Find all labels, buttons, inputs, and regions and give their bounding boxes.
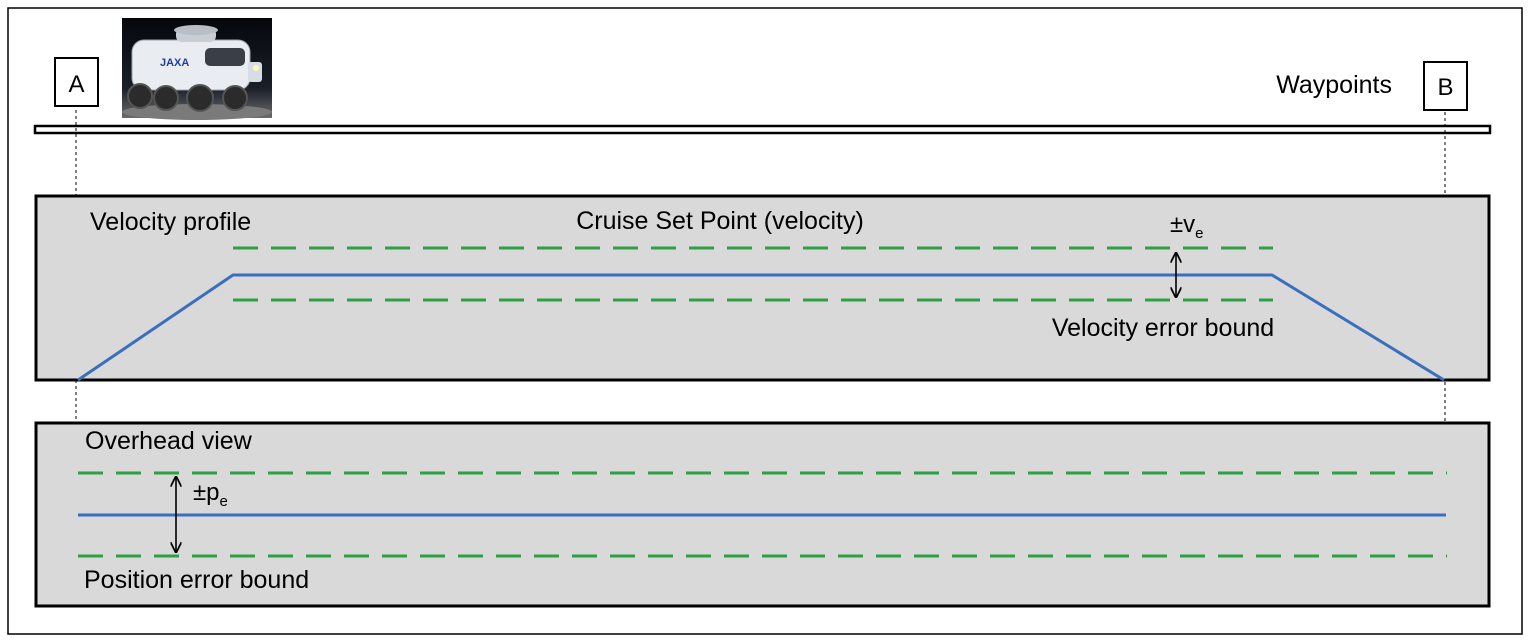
lunar-rover-image: JAXA <box>122 18 272 120</box>
velocity-panel-title: Velocity profile <box>90 208 251 236</box>
waypoint-a-box: A <box>54 57 99 107</box>
velocity-profile-line <box>77 273 1445 382</box>
rover-badge: JAXA <box>160 57 189 69</box>
waypoint-track <box>33 124 1492 135</box>
position-error-symbol: ±pe <box>193 479 228 510</box>
position-error-bound-label: Position error bound <box>84 566 309 594</box>
cruise-setpoint-label: Cruise Set Point (velocity) <box>576 207 864 235</box>
waypoints-title: Waypoints <box>1276 71 1392 99</box>
waypoint-b-box: B <box>1423 61 1468 111</box>
waypoint-b-label: B <box>1437 74 1453 101</box>
overhead-panel: Overhead view ±pe Position error bound <box>34 421 1491 608</box>
velocity-error-symbol: ±ve <box>1170 211 1204 242</box>
waypoint-a-label: A <box>68 71 84 98</box>
velocity-panel: Velocity profile Cruise Set Point (veloc… <box>34 194 1491 382</box>
overhead-panel-title: Overhead view <box>85 427 253 455</box>
velocity-error-bound-label: Velocity error bound <box>1052 314 1274 342</box>
